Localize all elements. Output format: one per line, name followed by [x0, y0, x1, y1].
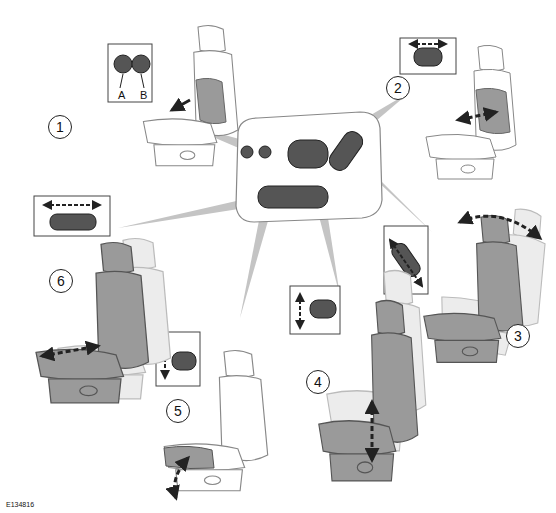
callout-text: 2 [394, 81, 402, 95]
inset-box [290, 286, 340, 334]
leader-line [120, 74, 144, 88]
art-use [36, 242, 149, 402]
art-path [175, 458, 189, 498]
callout-number: 6 [49, 269, 73, 293]
control-panel [236, 112, 382, 222]
art-path [460, 216, 540, 238]
callout-number: 2 [386, 76, 410, 100]
callout-text: 1 [56, 120, 64, 134]
art-path [371, 402, 374, 460]
art-path [196, 78, 226, 123]
callout-text: 5 [174, 404, 182, 418]
art-rect [326, 128, 366, 174]
art-path [164, 446, 214, 468]
callout-number: 4 [306, 370, 330, 394]
inset-box [108, 44, 152, 102]
art-circle [241, 146, 253, 158]
art-path [476, 88, 510, 133]
inset-box [34, 196, 110, 236]
art-path [172, 100, 190, 110]
switch-symbol [50, 214, 96, 230]
part-letter: A [118, 90, 125, 101]
motion-arrow [299, 294, 301, 328]
seat-recline-view [424, 198, 556, 363]
switch-symbol [172, 352, 196, 370]
callout-text: 3 [514, 329, 522, 343]
callout-number: 1 [48, 115, 72, 139]
switch-a [114, 55, 132, 73]
switch-symbol [310, 300, 336, 318]
callout-text: 6 [57, 274, 65, 288]
switch-symbol [414, 48, 442, 66]
art-path [458, 112, 496, 120]
part-letter: B [140, 90, 147, 101]
seat-slide-view [36, 238, 171, 402]
callout-number: 5 [166, 399, 190, 423]
art-circle [259, 146, 271, 158]
art-use [143, 25, 238, 165]
callout-number: 3 [506, 324, 530, 348]
switch-b [132, 55, 150, 73]
art-path [236, 112, 382, 222]
art-rect [258, 186, 328, 208]
art-rect [288, 140, 328, 168]
seat-lumbar-view [143, 25, 238, 165]
motion-arrow [410, 43, 446, 45]
art-path [42, 346, 98, 356]
motion-arrow [44, 204, 100, 206]
inset-box [400, 38, 456, 74]
figure-code: E134816 [6, 501, 34, 508]
callout-text: 4 [314, 375, 322, 389]
